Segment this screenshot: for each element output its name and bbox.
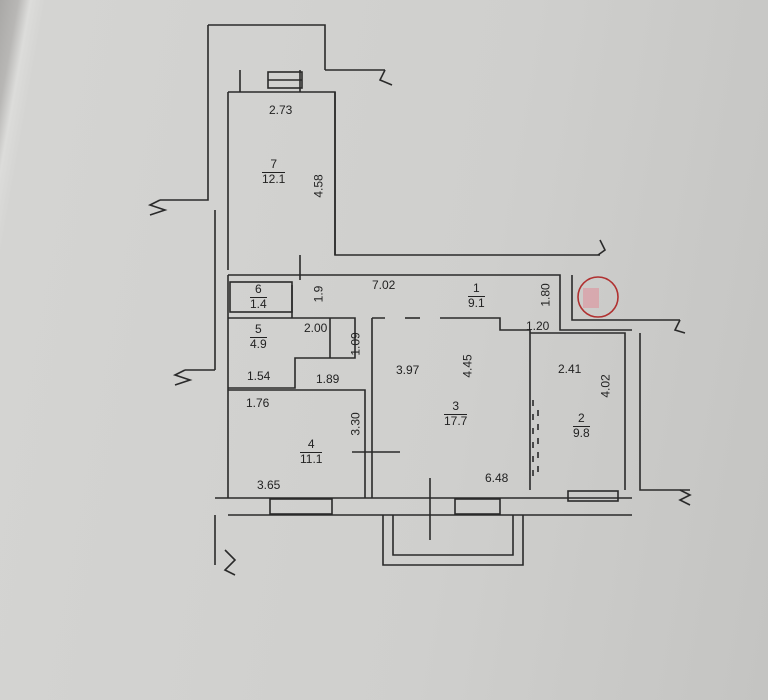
dim-room2-width: 2.41 — [558, 362, 582, 376]
window-room3 — [454, 498, 501, 515]
room-number: 6 — [250, 282, 267, 298]
room-area: 4.9 — [250, 336, 267, 351]
dim-corridor-end-width: 1.80 — [538, 283, 553, 307]
dim-room4-side: 1.76 — [246, 396, 270, 410]
wall-room4 — [228, 389, 366, 498]
room-area: 11.1 — [300, 451, 323, 466]
dim-corridor-end-length: 1.20 — [526, 319, 550, 333]
room-area: 1.4 — [250, 296, 267, 311]
door-room2 — [532, 400, 539, 480]
dim-room2-depth: 4.02 — [598, 374, 613, 398]
room-number: 3 — [444, 399, 468, 415]
dim-room3-width: 3.97 — [396, 363, 420, 377]
dim-room3-depth: 4.45 — [460, 354, 475, 378]
dim-room5-depth: 1.09 — [348, 332, 363, 356]
dim-corridor-width: 1.9 — [311, 285, 326, 303]
wall-room3 — [371, 317, 531, 498]
room-area: 17.7 — [444, 413, 468, 428]
room-number: 5 — [250, 322, 267, 338]
wall-top-block — [160, 24, 600, 370]
dim-room3-bottom: 6.48 — [485, 471, 509, 485]
room-area: 9.1 — [468, 295, 485, 310]
dim-room7-width: 2.73 — [269, 103, 293, 117]
dim-room4-depth: 3.30 — [348, 412, 363, 436]
dim-room4-top: 1.89 — [316, 372, 340, 386]
wall-top-notch — [239, 69, 385, 255]
dim-room5-width: 2.00 — [304, 321, 328, 335]
dim-room5-bottom: 1.54 — [247, 369, 271, 383]
room-number: 1 — [468, 281, 485, 297]
room-area: 12.1 — [262, 171, 286, 186]
wall-room5 — [228, 317, 356, 389]
stamp-mark — [577, 276, 619, 318]
balcony — [382, 515, 524, 566]
room-number: 2 — [573, 411, 590, 427]
wall-corridor — [227, 274, 680, 498]
window-room4 — [269, 498, 333, 515]
room-number: 4 — [300, 437, 323, 453]
room-number: 7 — [262, 157, 286, 173]
wall-room2 — [530, 332, 690, 491]
dim-room7-length: 4.58 — [311, 174, 326, 198]
dim-corridor-length: 7.02 — [372, 278, 396, 292]
window-room2 — [567, 490, 619, 502]
room-area: 9.8 — [573, 425, 590, 440]
dim-room4-width: 3.65 — [257, 478, 281, 492]
